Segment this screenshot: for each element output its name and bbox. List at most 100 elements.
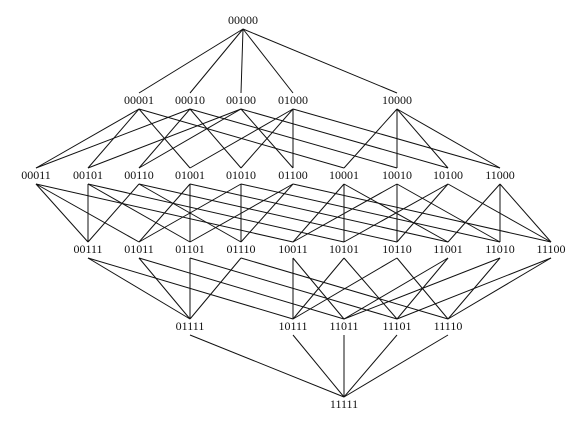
node-label: 11101: [382, 319, 411, 333]
edge-10100-10101: [343, 183, 449, 243]
node-label: 01100: [278, 168, 308, 182]
node-11010: 11010: [480, 242, 520, 257]
edge-00011-00111: [35, 183, 89, 243]
node-label: 11111: [330, 397, 358, 411]
node-11100: 11100: [531, 242, 571, 257]
edge-11000-11100: [499, 183, 552, 243]
node-bg: [480, 169, 520, 183]
node-label: 01110: [226, 242, 255, 256]
node-bg: [119, 94, 159, 108]
node-label: 10001: [329, 168, 359, 182]
node-10110: 10110: [377, 242, 417, 257]
edge-10000-11000: [396, 108, 501, 169]
node-label: 01111: [176, 319, 205, 333]
node-bg: [170, 320, 210, 334]
node-label: 01000: [278, 93, 308, 107]
node-bg: [68, 243, 108, 257]
edge-00000-01000: [242, 28, 294, 94]
node-label: 00011: [21, 168, 51, 182]
node-00110: 00110: [119, 168, 159, 183]
edge-01110-01111: [189, 257, 242, 320]
node-label: 00001: [124, 93, 154, 107]
edge-11010-11011: [343, 257, 501, 320]
node-01010: 01010: [221, 168, 261, 183]
edge-01100-01110: [240, 183, 294, 243]
node-01001: 01001: [170, 168, 210, 183]
node-bg: [428, 169, 468, 183]
node-10101: 10101: [324, 242, 364, 257]
node-label: 11001: [433, 242, 463, 256]
node-bg: [377, 169, 417, 183]
node-bg: [273, 169, 313, 183]
node-bg: [221, 169, 261, 183]
node-label: 11000: [485, 168, 515, 182]
node-10000: 10000: [377, 93, 417, 108]
edge-01000-01010: [240, 108, 294, 169]
node-01110: 01110: [221, 242, 261, 257]
node-00001: 00001: [119, 93, 159, 108]
node-01100: 01100: [273, 168, 313, 183]
node-bg: [223, 14, 263, 28]
node-label: 00000: [228, 13, 258, 27]
node-00000: 00000: [223, 13, 263, 28]
node-label: 11110: [434, 319, 463, 333]
node-bg: [324, 320, 364, 334]
node-label: 10100: [433, 168, 463, 182]
node-bg: [480, 243, 520, 257]
edge-10000-10100: [396, 108, 449, 169]
node-00100: 00100: [221, 93, 261, 108]
node-label: 11010: [485, 242, 515, 256]
node-11011: 11011: [324, 319, 364, 334]
node-label: 10101: [329, 242, 359, 256]
node-bg: [273, 94, 313, 108]
edge-layer: [35, 28, 552, 398]
edge-00110-00111: [87, 183, 140, 243]
node-bg: [119, 243, 159, 257]
node-bg: [428, 320, 468, 334]
node-label: 00111: [73, 242, 102, 256]
node-10100: 10100: [428, 168, 468, 183]
edge-10010-11010: [396, 183, 501, 243]
edge-11101-11111: [343, 334, 398, 398]
edge-01111-11111: [189, 334, 345, 398]
node-11000: 11000: [480, 168, 520, 183]
node-label: 00010: [175, 93, 205, 107]
node-bg: [221, 243, 261, 257]
edge-10111-11111: [292, 334, 345, 398]
edge-01011-01111: [138, 257, 191, 320]
node-bg: [68, 169, 108, 183]
node-10010: 10010: [377, 168, 417, 183]
node-11111: 11111: [324, 397, 364, 412]
node-00010: 00010: [170, 93, 210, 108]
node-label: 01010: [226, 168, 256, 182]
edge-01010-01011: [138, 183, 242, 243]
edge-11110-11111: [343, 334, 449, 398]
edge-10010-10011: [292, 183, 398, 243]
node-bg: [324, 243, 364, 257]
node-label: 00110: [124, 168, 154, 182]
edge-00001-00011: [35, 108, 140, 169]
edge-10000-10001: [343, 108, 398, 169]
node-label: 10111: [278, 319, 307, 333]
node-01101: 01101: [170, 242, 210, 257]
node-label: 11100: [536, 242, 565, 256]
edge-11100-11101: [396, 257, 552, 320]
node-10111: 10111: [273, 319, 313, 334]
edge-11100-11110: [447, 257, 552, 320]
node-bg: [428, 243, 468, 257]
node-bg: [170, 169, 210, 183]
node-bg: [377, 94, 417, 108]
node-bg: [273, 320, 313, 334]
edge-00000-00001: [138, 28, 244, 94]
edge-00100-00101: [87, 108, 242, 169]
node-bg: [531, 243, 571, 257]
edge-00101-01101: [87, 183, 191, 243]
edge-01001-01011: [138, 183, 191, 243]
edge-10100-10110: [396, 183, 449, 243]
edge-00000-00010: [189, 28, 244, 94]
node-00111: 00111: [68, 242, 108, 257]
node-label: 10000: [382, 93, 412, 107]
node-label: 01101: [175, 242, 205, 256]
